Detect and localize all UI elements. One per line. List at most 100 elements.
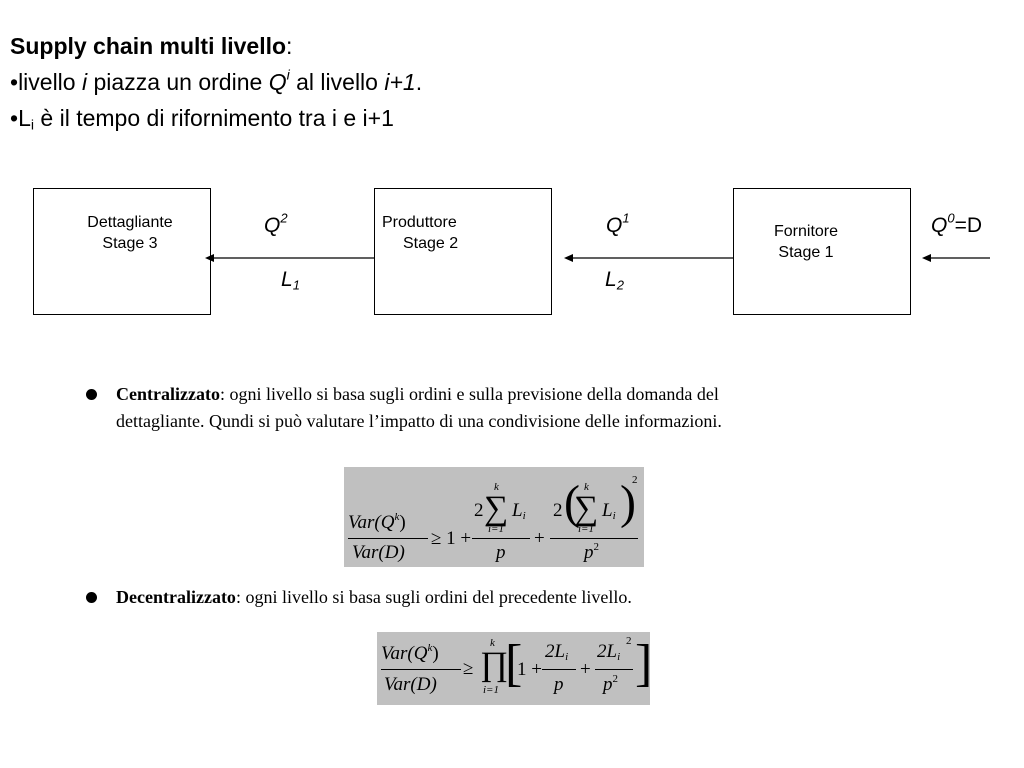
stage-label-retailer: Dettagliante Stage 3 <box>70 212 190 254</box>
fraction-bar <box>348 538 428 539</box>
arrowhead-left <box>564 254 573 262</box>
f1-denominator: Var(D) <box>352 542 405 563</box>
text-fragment: al livello <box>289 69 385 95</box>
bullet-text: : ogni livello si basa sugli ordini e su… <box>219 384 719 404</box>
sum-lower: i=1 <box>488 523 504 535</box>
stage-label-supplier: Fornitore Stage 1 <box>746 221 866 263</box>
product-symbol: ∏ <box>480 646 508 683</box>
f2-inequality: ≥ <box>463 658 474 679</box>
fraction-bar <box>595 669 633 670</box>
paren-exponent: 2 <box>632 474 638 486</box>
intro-bullet-order: •livello i piazza un ordine Qi al livell… <box>10 64 422 100</box>
f1-numerator: Var(Qk) <box>348 510 406 533</box>
bullet-term: Centralizzato <box>116 384 220 404</box>
f1-coef: 2 <box>474 500 484 521</box>
order-label-q2: Q2 <box>264 211 288 238</box>
fraction-bar <box>542 669 576 670</box>
f2-term-a-num: 2Li <box>545 641 569 663</box>
f1-inequality: ≥ 1 + <box>431 528 472 549</box>
formula-centralized: Var(Qk) Var(D) ≥ 1 + 2 k ∑ i=1 Li p + 2 … <box>344 467 644 567</box>
var-l: L <box>605 268 617 291</box>
math-text: 2L <box>545 641 566 662</box>
var-l-sub: 2 <box>616 277 624 293</box>
stage-box-manufacturer <box>374 188 552 315</box>
bullet-text-continued: dettagliante. Qundi si può valutare l’im… <box>116 411 722 431</box>
var-l-sub: 1 <box>292 277 300 293</box>
intro-bullet-leadtime: •Li è il tempo di rifornimento tra i e i… <box>10 100 422 136</box>
var-q-sup: 1 <box>622 210 630 226</box>
fraction-bar <box>472 538 530 539</box>
var-q-sup: i <box>286 67 290 84</box>
math-text: Var(Q <box>348 512 395 533</box>
f1-term2-l: Li <box>602 500 616 521</box>
math-text: Var(Q <box>381 643 428 664</box>
f1-term1-l: Li <box>512 500 526 522</box>
arrowhead-left <box>205 254 214 262</box>
fraction-bar <box>550 538 638 539</box>
math-text: 2L <box>597 641 618 662</box>
bracket-left: [ <box>505 635 523 692</box>
leadtime-label-l1: L1 <box>281 268 300 292</box>
stage-name: Dettagliante <box>87 214 173 231</box>
title-colon: : <box>286 33 293 59</box>
f1-coef: 2 <box>553 500 563 521</box>
slide-title-line: Supply chain multi livello: <box>10 28 422 64</box>
math-text: p <box>603 674 613 695</box>
bullet-text: : ogni livello si basa sugli ordini del … <box>235 587 632 607</box>
stage-name: Produttore <box>382 214 457 231</box>
math-sup: 2 <box>626 635 632 647</box>
math-sub: i <box>522 509 526 522</box>
text-fragment: livello <box>18 69 82 95</box>
slide-title: Supply chain multi livello <box>10 33 287 59</box>
var-l: L <box>18 105 31 131</box>
bullet-char: • <box>10 105 19 131</box>
fraction-bar <box>381 669 461 670</box>
bracket-right: ] <box>635 635 653 692</box>
slide-header: Supply chain multi livello: •livello i p… <box>10 28 422 136</box>
var-q-sup: 0 <box>947 210 955 226</box>
var-l-sub: i <box>30 117 35 134</box>
math-sup: k <box>394 510 400 523</box>
math-text: L <box>512 500 523 521</box>
text-fragment: . <box>415 69 423 95</box>
sum-symbol: ∑ <box>484 490 509 527</box>
var-l: L <box>281 268 293 291</box>
math-text: L <box>602 500 613 521</box>
stage-label-manufacturer: Produttore Stage 2 <box>372 212 492 254</box>
var-q-sup: 2 <box>280 210 288 226</box>
stage-box-supplier <box>733 188 911 315</box>
var-q: Q <box>268 69 287 95</box>
text-fragment: è il tempo di rifornimento tra i e i+1 <box>34 105 394 131</box>
product-upper: k <box>490 637 495 649</box>
bullet-term: Decentralizzato <box>116 587 236 607</box>
bullet-dot <box>86 389 97 400</box>
product-lower: i=1 <box>483 684 499 696</box>
stage-number: Stage 1 <box>778 244 834 261</box>
math-text: p <box>584 542 594 563</box>
leadtime-label-l2: L2 <box>605 268 624 292</box>
stage-number: Stage 3 <box>102 235 158 252</box>
math-text: ) <box>399 512 406 533</box>
formula-decentralized: Var(Qk) Var(D) ≥ k ∏ i=1 [ 1 + 2Li p + 2… <box>377 632 653 705</box>
plus-sign: + <box>580 659 591 680</box>
sum-symbol: ∑ <box>574 490 599 527</box>
stage-name: Fornitore <box>773 223 839 240</box>
order-label-q1: Q1 <box>606 211 630 238</box>
math-sup: 2 <box>612 672 619 685</box>
stage-number: Stage 2 <box>403 235 459 252</box>
paren-left: ( <box>564 476 580 529</box>
demand-label-q0: Q0=D <box>931 211 982 238</box>
bullet-dot <box>86 592 97 603</box>
f2-term-b-den: p2 <box>603 672 619 695</box>
f2-numerator: Var(Qk) <box>381 641 439 664</box>
math-sub: i <box>565 650 569 663</box>
f2-denominator: Var(D) <box>384 674 437 695</box>
f2-term-a-den: p <box>554 674 564 695</box>
sum-upper: k <box>494 481 499 493</box>
math-text: ) <box>432 643 439 664</box>
text-fragment: piazza un ordine <box>87 69 269 95</box>
var-q: Q <box>931 214 948 237</box>
plus-sign: + <box>534 528 545 549</box>
math-sup: k <box>427 641 433 654</box>
paren-right: ) <box>620 476 636 529</box>
